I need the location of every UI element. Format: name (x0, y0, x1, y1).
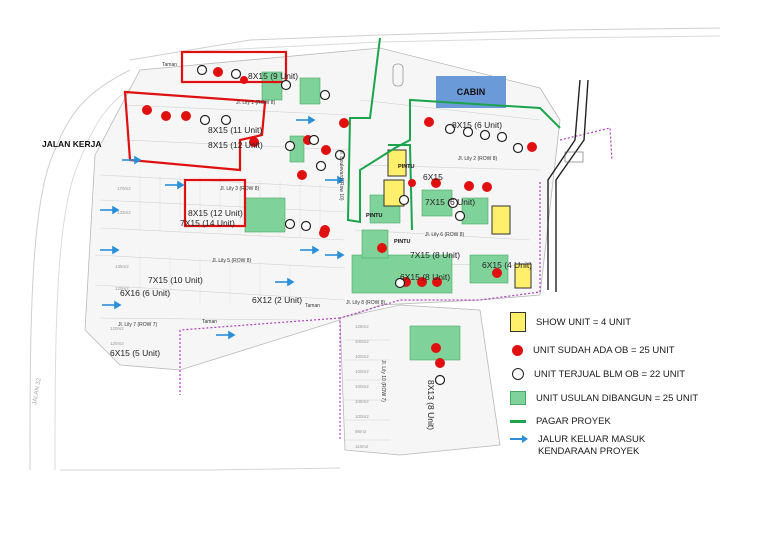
block-label: 7X15 (14 Unit) (180, 218, 235, 228)
gate-label: PINTU (398, 164, 415, 170)
ob-unit-dots (142, 67, 537, 368)
svg-text:120m2: 120m2 (115, 286, 129, 291)
block-label: 7X15 (6 Unit) (425, 197, 475, 207)
street-label: Taman (202, 319, 217, 325)
svg-text:100m2: 100m2 (355, 414, 369, 419)
block-label: 6X15 (423, 172, 443, 182)
svg-text:100m2: 100m2 (355, 339, 369, 344)
street-label: Jl. Lily 10 (ROW 7) (380, 360, 386, 402)
street-label: Jl. Lily 1 (ROW 8) (236, 100, 276, 106)
legend-show-unit: SHOW UNIT = 4 UNIT (510, 312, 631, 332)
legend-pagar: PAGAR PROYEK (510, 416, 611, 427)
project-boundary (179, 127, 613, 440)
guard-post-icon (564, 151, 584, 163)
svg-text:128m2: 128m2 (355, 324, 369, 329)
block-labels: 8X15 (9 Unit) 8X15 (11 Unit) 8X15 (12 Un… (110, 71, 532, 430)
legend-pagar-text: PAGAR PROYEK (536, 416, 611, 427)
block-label: 6X15 (8 Unit) (400, 272, 450, 282)
svg-text:133m2: 133m2 (117, 210, 131, 215)
svg-text:110m2: 110m2 (355, 444, 369, 449)
street-labels: Jl. Lily 1 (ROW 8) Jl. Lily 2 (ROW 8) Jl… (118, 62, 498, 402)
svg-text:100m2: 100m2 (355, 384, 369, 389)
cabin-label: CABIN (457, 87, 486, 97)
block-label: 6X15 (4 Unit) (482, 260, 532, 270)
block-label: 8X15 (9 Unit) (248, 71, 298, 81)
block-label: 6X15 (5 Unit) (110, 348, 160, 358)
svg-text:170m2: 170m2 (117, 186, 131, 191)
road-name: JALAN KERJA (42, 139, 102, 149)
svg-text:120m2: 120m2 (110, 326, 124, 331)
svg-text:120m2: 120m2 (110, 341, 124, 346)
street-label: Jl. Lily 2 (ROW 8) (458, 156, 498, 162)
road-curve-label: JALAN 32 (32, 377, 43, 405)
show-units (383, 149, 532, 289)
street-label: Taman (162, 62, 177, 68)
street-label: Taman (305, 303, 320, 309)
bottom-road-outline (60, 467, 341, 471)
roundabout-icon (392, 63, 404, 87)
legend-unit-ob: UNIT SUDAH ADA OB = 25 UNIT (510, 345, 675, 356)
street-label: Jl. Boulevard (Row 10) (338, 150, 344, 201)
block-label: 8X15 (12 Unit) (188, 208, 243, 218)
blue-arrow-icon (510, 435, 528, 443)
legend-jalur: JALUR KELUAR MASUK KENDARAAN PROYEK (510, 434, 645, 458)
red-dot-icon (512, 345, 523, 356)
svg-text:100m2: 100m2 (355, 354, 369, 359)
block-label: 8X13 (8 Unit) (426, 380, 436, 430)
legend-show-unit-text: SHOW UNIT = 4 UNIT (536, 316, 632, 328)
legend-unit-terjual-text: UNIT TERJUAL BLM OB = 22 UNIT (534, 368, 686, 380)
green-square-icon (510, 391, 526, 405)
block-label: 8X15 (12 Unit) (208, 140, 263, 150)
gate-labels: PINTU PINTU PINTU (366, 164, 415, 245)
street-label: Jl. Lily 3 (ROW 8) (220, 186, 260, 192)
block-label: 6X12 (2 Unit) (252, 295, 302, 305)
legend-unit-ob-text: UNIT SUDAH ADA OB = 25 UNIT (533, 345, 675, 356)
sold-unit-dots (196, 64, 524, 386)
svg-text:105m2: 105m2 (355, 399, 369, 404)
svg-text:135m2: 135m2 (115, 264, 129, 269)
legend-jalur-line2: KENDARAAN PROYEK (538, 446, 640, 457)
lot-size-notes: 170m2 133m2 135m2 120m2 120m2 120m2 128m2 10… (110, 186, 369, 449)
street-label: Jl. Lily 6 (ROW 8) (425, 232, 465, 238)
block-label: 8X15 (6 Unit) (452, 120, 502, 130)
curved-road-outline-2 (54, 81, 141, 471)
white-circle-icon (512, 368, 524, 380)
legend-unit-usulan-text: UNIT USULAN DIBANGUN = 25 UNIT (536, 392, 699, 404)
east-edge (547, 79, 589, 292)
traffic-arrows (100, 115, 345, 340)
svg-text:100m2: 100m2 (355, 369, 369, 374)
yellow-square-icon (510, 312, 526, 332)
svg-text:95m2: 95m2 (355, 429, 367, 434)
block-label: 8X15 (11 Unit) (208, 125, 262, 135)
gate-label: PINTU (366, 213, 383, 219)
cabin: CABIN (436, 76, 506, 108)
project-fence (346, 37, 561, 231)
legend-jalur-line1: JALUR KELUAR MASUK (538, 434, 646, 445)
street-label: Jl. Lily 7 (ROW 7) (118, 322, 158, 328)
street-label: Jl. Lily 5 (ROW 8) (212, 258, 252, 264)
legend-unit-usulan: UNIT USULAN DIBANGUN = 25 UNIT (510, 391, 698, 405)
top-road-outline (129, 27, 721, 61)
top-road-outline-2 (179, 35, 721, 53)
street-label: Jl. Lily 8 (ROW 8) (346, 300, 386, 306)
block-label: 7X15 (8 Unit) (410, 250, 460, 260)
block-label: 7X15 (10 Unit) (148, 275, 203, 285)
block-label: 6X16 (6 Unit) (120, 288, 170, 298)
curved-road-outline (29, 69, 131, 471)
green-line-icon (510, 420, 526, 423)
legend-unit-terjual: UNIT TERJUAL BLM OB = 22 UNIT (510, 368, 685, 380)
gate-label: PINTU (394, 239, 411, 245)
